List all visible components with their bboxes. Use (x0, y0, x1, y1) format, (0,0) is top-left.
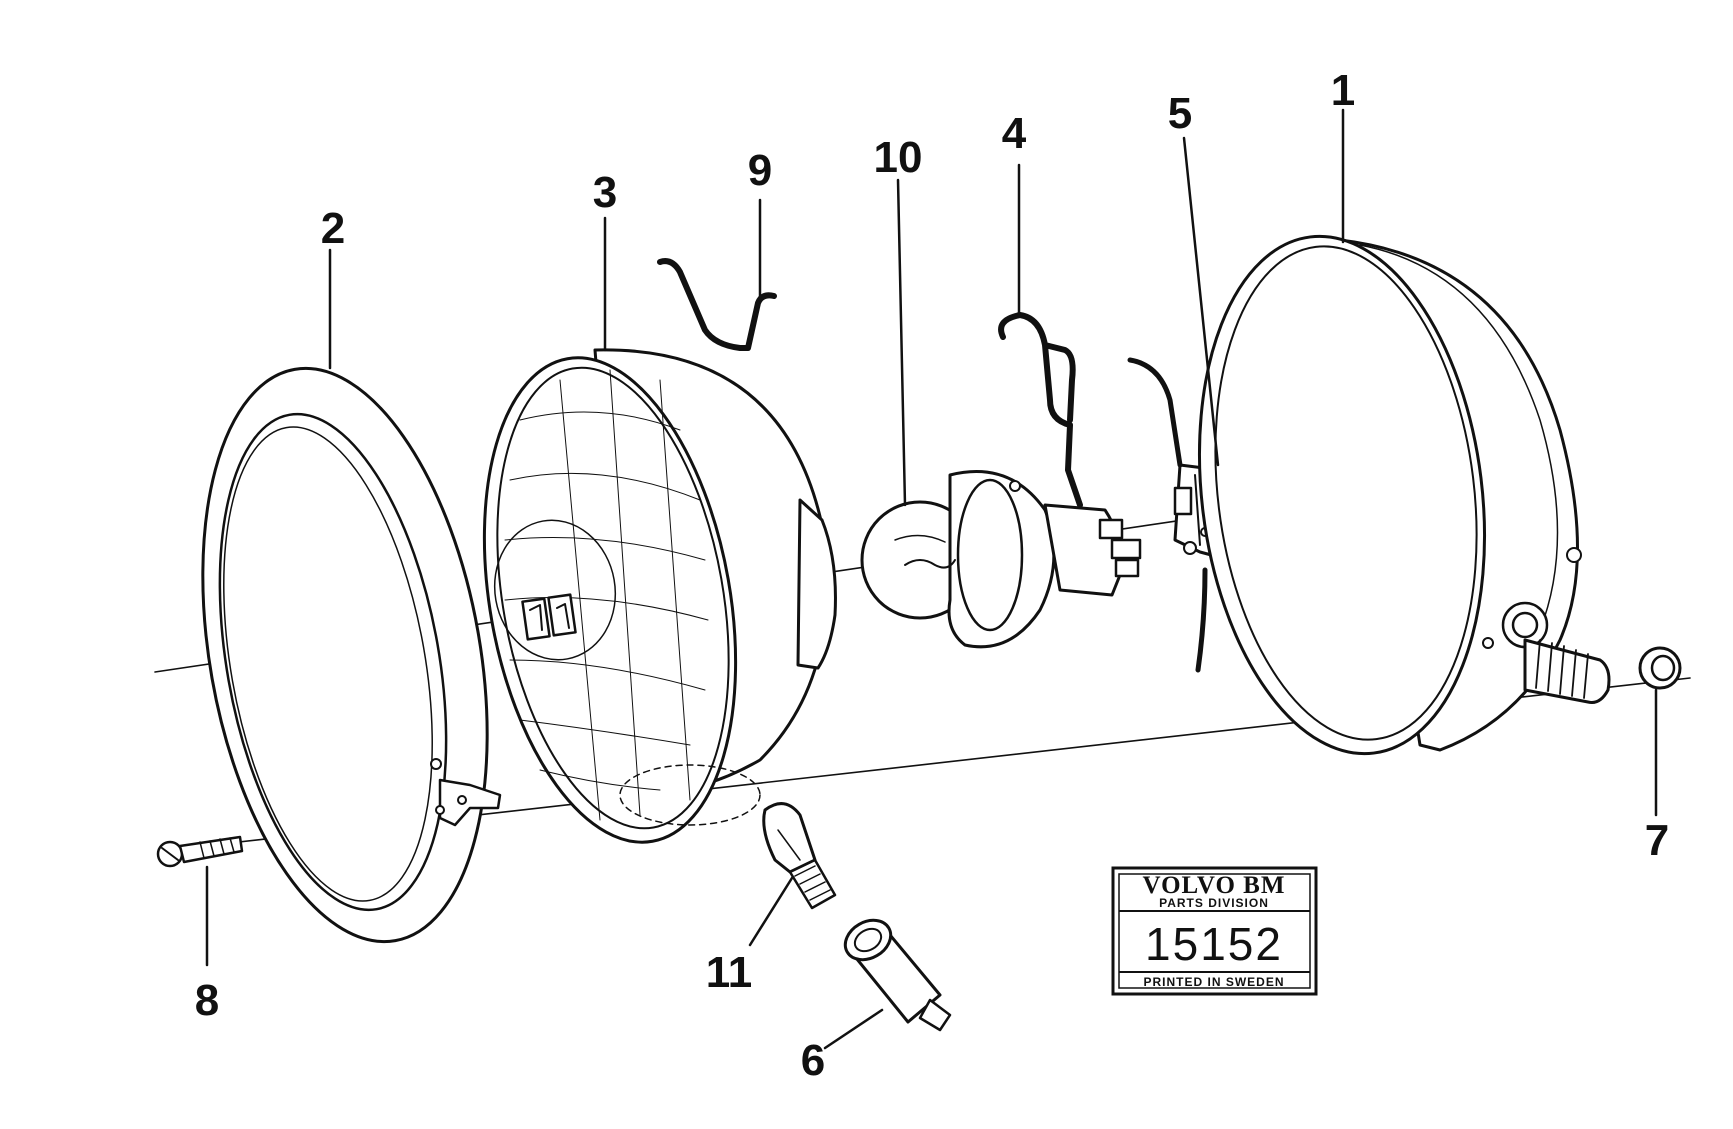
bulb-holder (998, 312, 1142, 597)
callout-labels: 1 2 3 4 5 6 7 8 9 10 11 (195, 66, 1669, 1085)
callout-1: 1 (1331, 66, 1355, 115)
callout-9: 9 (748, 146, 772, 195)
callout-3: 3 (593, 168, 617, 217)
callout-6: 6 (801, 1036, 825, 1085)
stamp-footer: PRINTED IN SWEDEN (1143, 975, 1284, 989)
screw (156, 835, 244, 868)
lens-unit (482, 348, 837, 844)
headlamp-housing (1197, 234, 1611, 756)
bezel-rim (201, 366, 502, 944)
callout-10: 10 (874, 133, 923, 182)
bulb-socket (843, 918, 952, 1032)
nut (1638, 646, 1682, 690)
parts-stamp: VOLVO BM PARTS DIVISION 15152 PRINTED IN… (1111, 866, 1318, 996)
spring-clip (657, 258, 777, 351)
stamp-brand: VOLVO BM (1143, 872, 1286, 899)
parking-bulb (762, 802, 837, 910)
callout-11: 11 (706, 948, 753, 997)
callout-8: 8 (195, 976, 219, 1025)
callout-7: 7 (1645, 816, 1669, 865)
stamp-number: 15152 (1145, 918, 1283, 970)
stamp-division: PARTS DIVISION (1159, 896, 1269, 910)
callout-5: 5 (1168, 89, 1192, 138)
headlight-bulb (860, 470, 1056, 649)
callout-2: 2 (321, 204, 345, 253)
callout-4: 4 (1002, 109, 1027, 158)
leader-lines (205, 108, 1658, 1050)
